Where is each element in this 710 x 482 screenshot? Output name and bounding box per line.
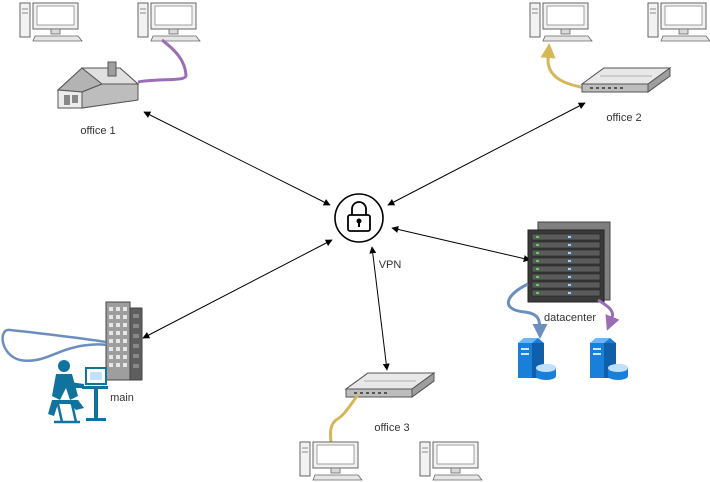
desktop-computer-icon (419, 441, 483, 481)
link-office2-vpn (387, 102, 586, 206)
network-cable (137, 38, 188, 84)
vpn-links (142, 102, 586, 371)
office3-label: office 3 (374, 422, 409, 434)
network-cable (506, 282, 548, 339)
office2-label: office 2 (606, 112, 641, 124)
office1-label: office 1 (80, 125, 115, 137)
desktop-computer-icon (137, 2, 201, 42)
desktop-computer-icon (529, 2, 593, 42)
desktop-computer-icon (299, 441, 363, 481)
link-main-vpn (142, 239, 333, 339)
user-workstation-icon (48, 360, 108, 424)
network-cable (1, 328, 107, 363)
server-icon (518, 338, 556, 380)
office-building-icon (105, 301, 143, 381)
link-office1-vpn (143, 111, 331, 206)
desktop-computer-icon (19, 2, 83, 42)
network-cable (540, 43, 586, 90)
datacenter-label: datacenter (544, 312, 596, 324)
server-icon (590, 338, 628, 380)
network-cable (329, 394, 360, 444)
router-icon (345, 372, 435, 398)
network-cable (597, 298, 620, 331)
vpn-label: VPN (379, 259, 402, 271)
link-office3-vpn (369, 246, 390, 371)
router-icon (581, 67, 671, 93)
lock-icon (334, 193, 384, 243)
house-icon (56, 61, 140, 109)
server-rack-icon (527, 221, 611, 303)
desktop-computer-icon (647, 2, 710, 42)
main-label: main (110, 392, 134, 404)
link-datacenter-vpn (391, 226, 531, 262)
